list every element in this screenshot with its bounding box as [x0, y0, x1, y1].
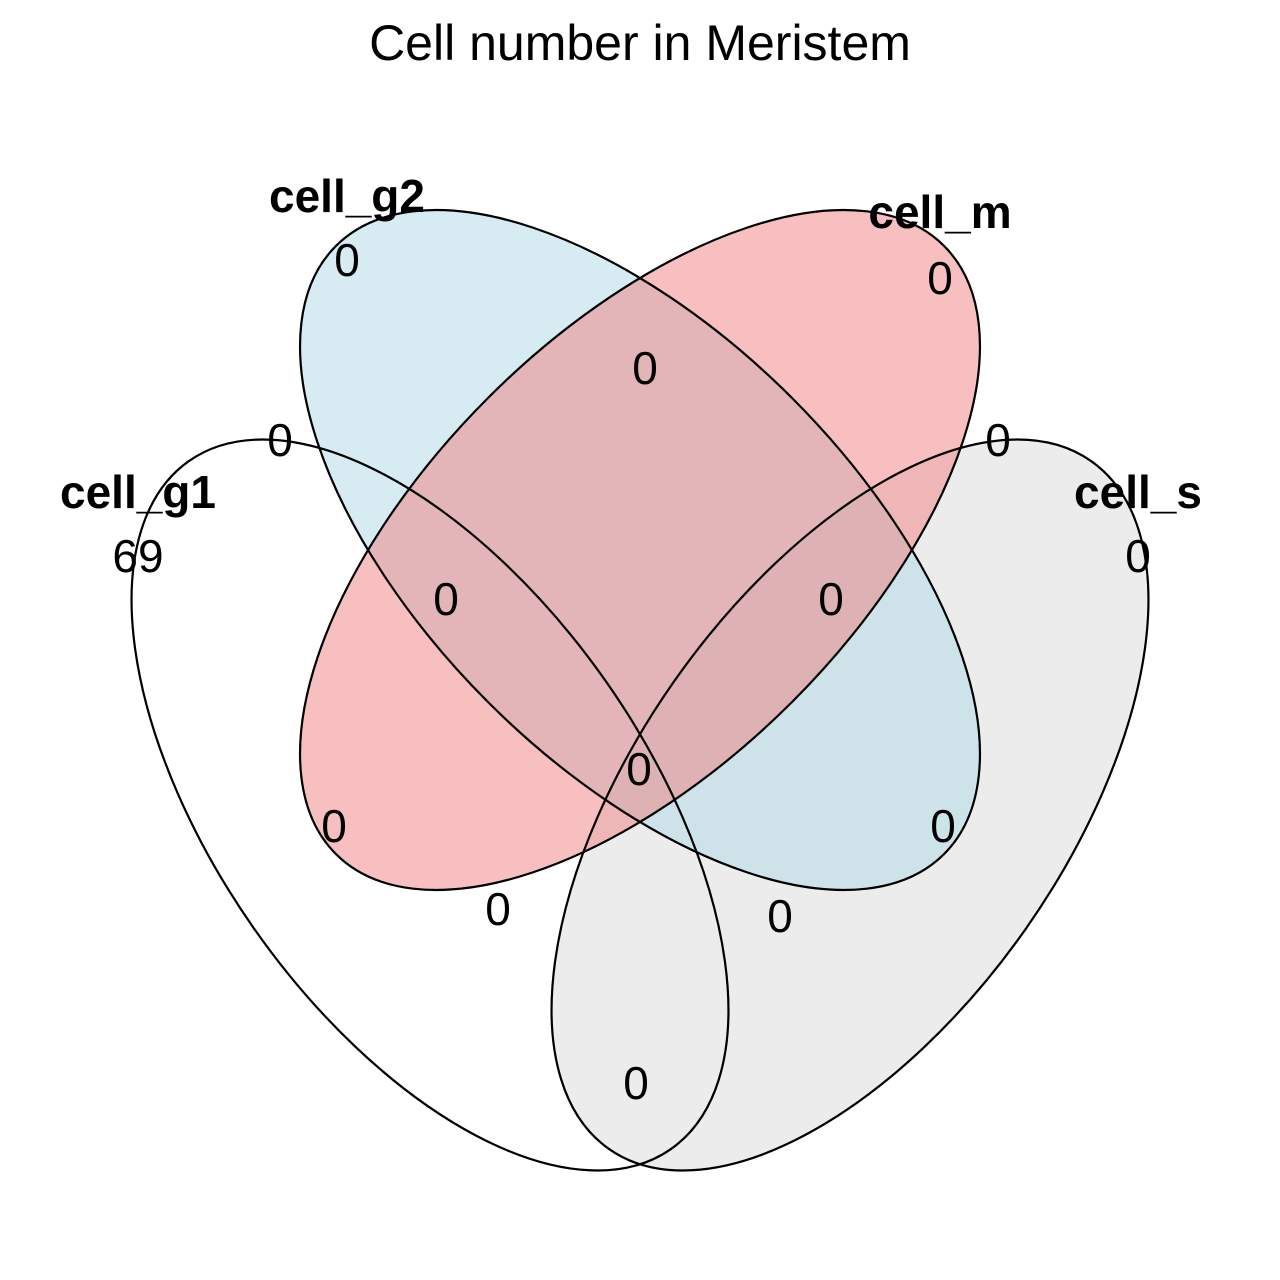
set-fills — [131, 210, 1149, 1171]
count-g2-m-s: 0 — [818, 573, 844, 625]
count-m-only: 0 — [927, 252, 953, 304]
set-label-cell-s: cell_s — [1074, 466, 1202, 518]
set-outlines — [130, 208, 1150, 1172]
cell-m-outline — [298, 208, 982, 892]
cell-g2-outline — [298, 208, 982, 892]
count-g1-g2-s: 0 — [767, 890, 793, 942]
count-g2-m: 0 — [632, 342, 658, 394]
count-g1-m: 0 — [321, 800, 347, 852]
cell-s-outline — [550, 438, 1150, 1172]
set-label-cell-g2: cell_g2 — [269, 170, 425, 222]
set-label-cell-g1: cell_g1 — [60, 466, 216, 518]
count-g2-s: 0 — [930, 800, 956, 852]
count-g1-g2: 0 — [267, 414, 293, 466]
cell-g1-outline — [130, 438, 730, 1172]
count-all: 0 — [626, 743, 652, 795]
count-g1-m-s: 0 — [485, 883, 511, 935]
count-g1-only: 69 — [112, 530, 163, 582]
cell-m-fill — [300, 210, 980, 890]
count-g1-g2-m: 0 — [433, 573, 459, 625]
count-s-only: 0 — [1125, 530, 1151, 582]
chart-title: Cell number in Meristem — [369, 15, 911, 71]
count-g1-s: 0 — [623, 1057, 649, 1109]
set-label-cell-m: cell_m — [868, 186, 1011, 238]
count-m-s: 0 — [985, 414, 1011, 466]
count-g2-only: 0 — [334, 234, 360, 286]
